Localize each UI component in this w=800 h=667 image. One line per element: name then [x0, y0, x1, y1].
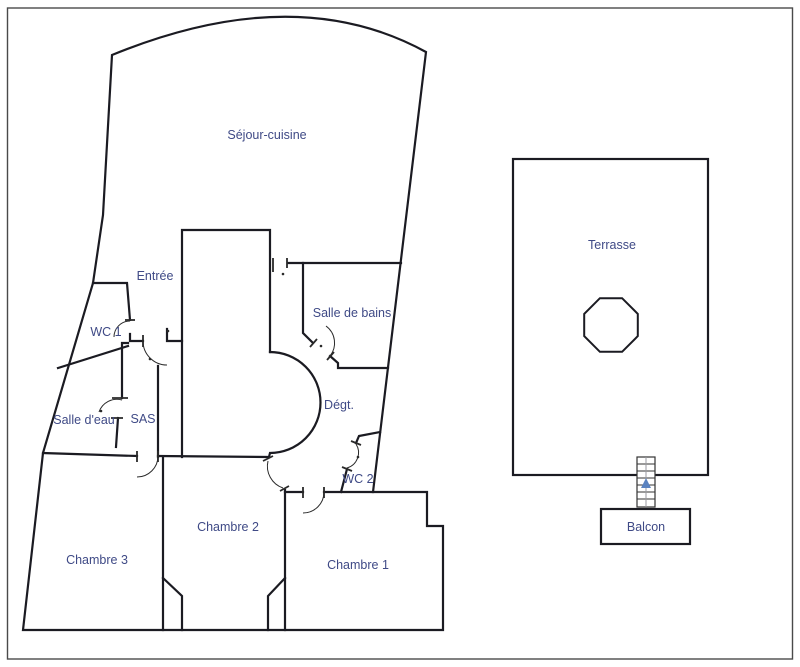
balcon-outline — [599, 507, 692, 546]
room-label-sas: SAS — [130, 412, 155, 426]
room-label-salle-de-bains: Salle de bains — [313, 306, 392, 320]
door-arc-wc1 — [113, 320, 131, 338]
door-arc-chambre1 — [302, 491, 325, 514]
wall-wc1 — [91, 281, 132, 322]
wall-chambre2-bay-right — [266, 576, 287, 632]
wall-wc1-bottom — [128, 332, 145, 343]
wall-wc2 — [339, 430, 382, 494]
door-arc-chambre2 — [266, 460, 284, 489]
room-labels-group: Séjour-cuisine Entrée WC 1 Salle de bain… — [53, 128, 665, 572]
room-label-terrasse: Terrasse — [588, 238, 636, 252]
room-label-degt: Dégt. — [324, 398, 354, 412]
room-label-chambre2: Chambre 2 — [197, 520, 259, 534]
stairs-direction-arrow-icon — [641, 478, 651, 488]
walls-group — [21, 15, 445, 632]
room-label-wc1: WC 1 — [90, 325, 121, 339]
wall-sde-bottom — [41, 451, 139, 458]
door-arcs-group — [98, 272, 360, 514]
wall-sde-top — [56, 344, 130, 370]
room-label-wc2: WC 2 — [342, 472, 373, 486]
terrace-group — [511, 157, 710, 546]
room-label-sejour: Séjour-cuisine — [227, 128, 306, 142]
page-border — [6, 7, 794, 660]
exterior-wall — [21, 15, 445, 632]
door-arc-sde — [98, 398, 123, 413]
wall-core — [180, 228, 272, 459]
stairs — [636, 456, 656, 508]
wall-core-curve — [267, 350, 322, 459]
door-arc-wc2 — [346, 443, 360, 469]
wall-chambre2-bay-left — [161, 576, 184, 632]
door-arc-sdb — [325, 325, 336, 357]
room-label-chambre1: Chambre 1 — [327, 558, 389, 572]
room-label-chambre3: Chambre 3 — [66, 553, 128, 567]
wall-chambre2-top — [156, 454, 270, 459]
door-arc-entree — [142, 340, 168, 366]
door-arc-chambre3 — [136, 455, 159, 478]
octagon-shape — [583, 297, 639, 353]
wall-sde-divider — [114, 341, 130, 449]
door-jambs-group — [111, 258, 362, 498]
room-label-salle-deau: Salle d'eau — [53, 413, 115, 427]
wall-sdb-left — [301, 261, 315, 345]
wall-sdb-bottom — [328, 354, 390, 370]
room-label-balcon: Balcon — [627, 520, 665, 534]
room-label-entree: Entrée — [137, 269, 174, 283]
